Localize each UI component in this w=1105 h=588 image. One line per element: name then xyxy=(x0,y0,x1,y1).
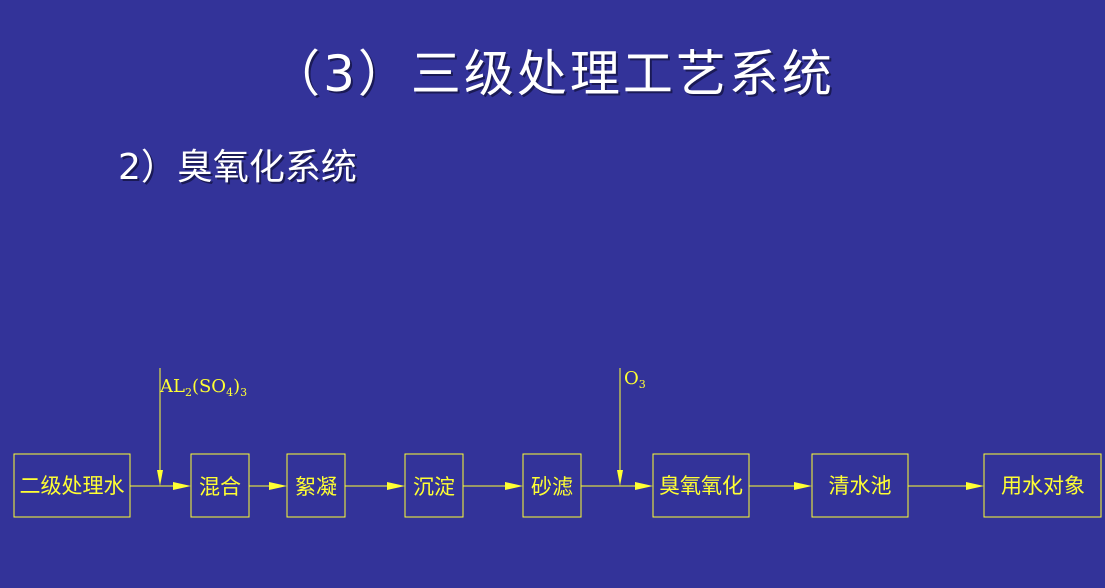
step-label-mixing: 混合 xyxy=(199,475,241,499)
step-label-secondary-effluent: 二级处理水 xyxy=(20,474,125,498)
step-label-flocculation: 絮凝 xyxy=(295,475,337,499)
step-label-water-users: 用水对象 xyxy=(1001,474,1085,498)
connector-1 xyxy=(130,482,191,490)
connector-3 xyxy=(345,482,405,490)
alum-label: AL2(SO4)3 xyxy=(159,376,247,399)
connector-6 xyxy=(749,482,812,490)
step-label-sand-filtration: 砂滤 xyxy=(531,475,573,499)
step-label-clear-water-tank: 清水池 xyxy=(829,474,892,498)
slide-subtitle: 2）臭氧化系统 xyxy=(118,147,357,188)
ozone-feed-arrow xyxy=(617,368,623,486)
connector-5 xyxy=(581,482,653,490)
step-label-sedimentation: 沉淀 xyxy=(413,475,455,499)
alum-feed-arrow xyxy=(157,368,163,486)
connector-2 xyxy=(249,482,287,490)
connector-4 xyxy=(463,482,523,490)
slide-title: （3）三级处理工艺系统 xyxy=(270,45,835,103)
ozone-label: O3 xyxy=(624,368,646,391)
step-label-ozonation: 臭氧氧化 xyxy=(659,474,743,498)
connector-7 xyxy=(908,482,984,490)
step-box-water-users xyxy=(983,453,1102,518)
